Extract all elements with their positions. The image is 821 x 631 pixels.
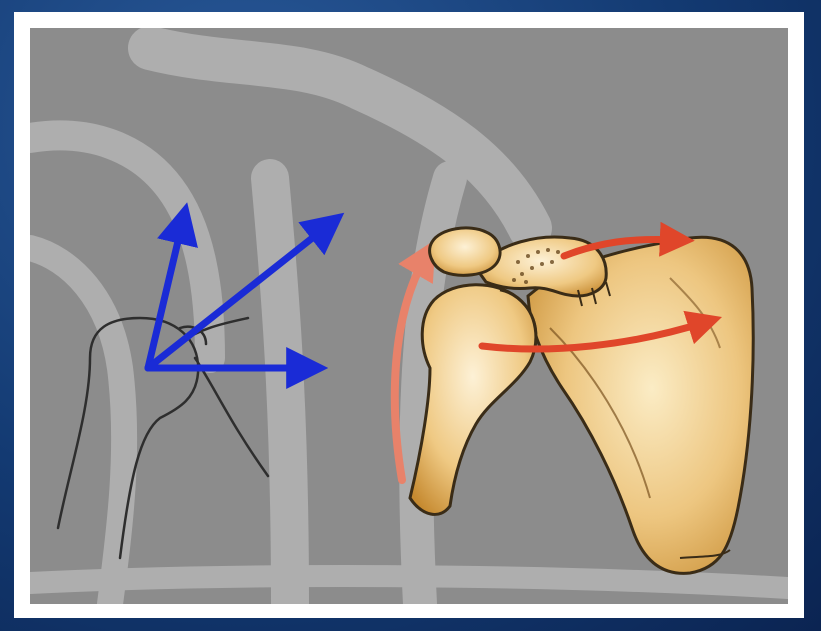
shoulder-diagram-svg bbox=[30, 28, 788, 604]
white-border-panel bbox=[14, 12, 804, 618]
diagram-canvas bbox=[30, 28, 788, 604]
direction-arrows bbox=[148, 220, 330, 368]
humerus-bone bbox=[410, 285, 536, 515]
